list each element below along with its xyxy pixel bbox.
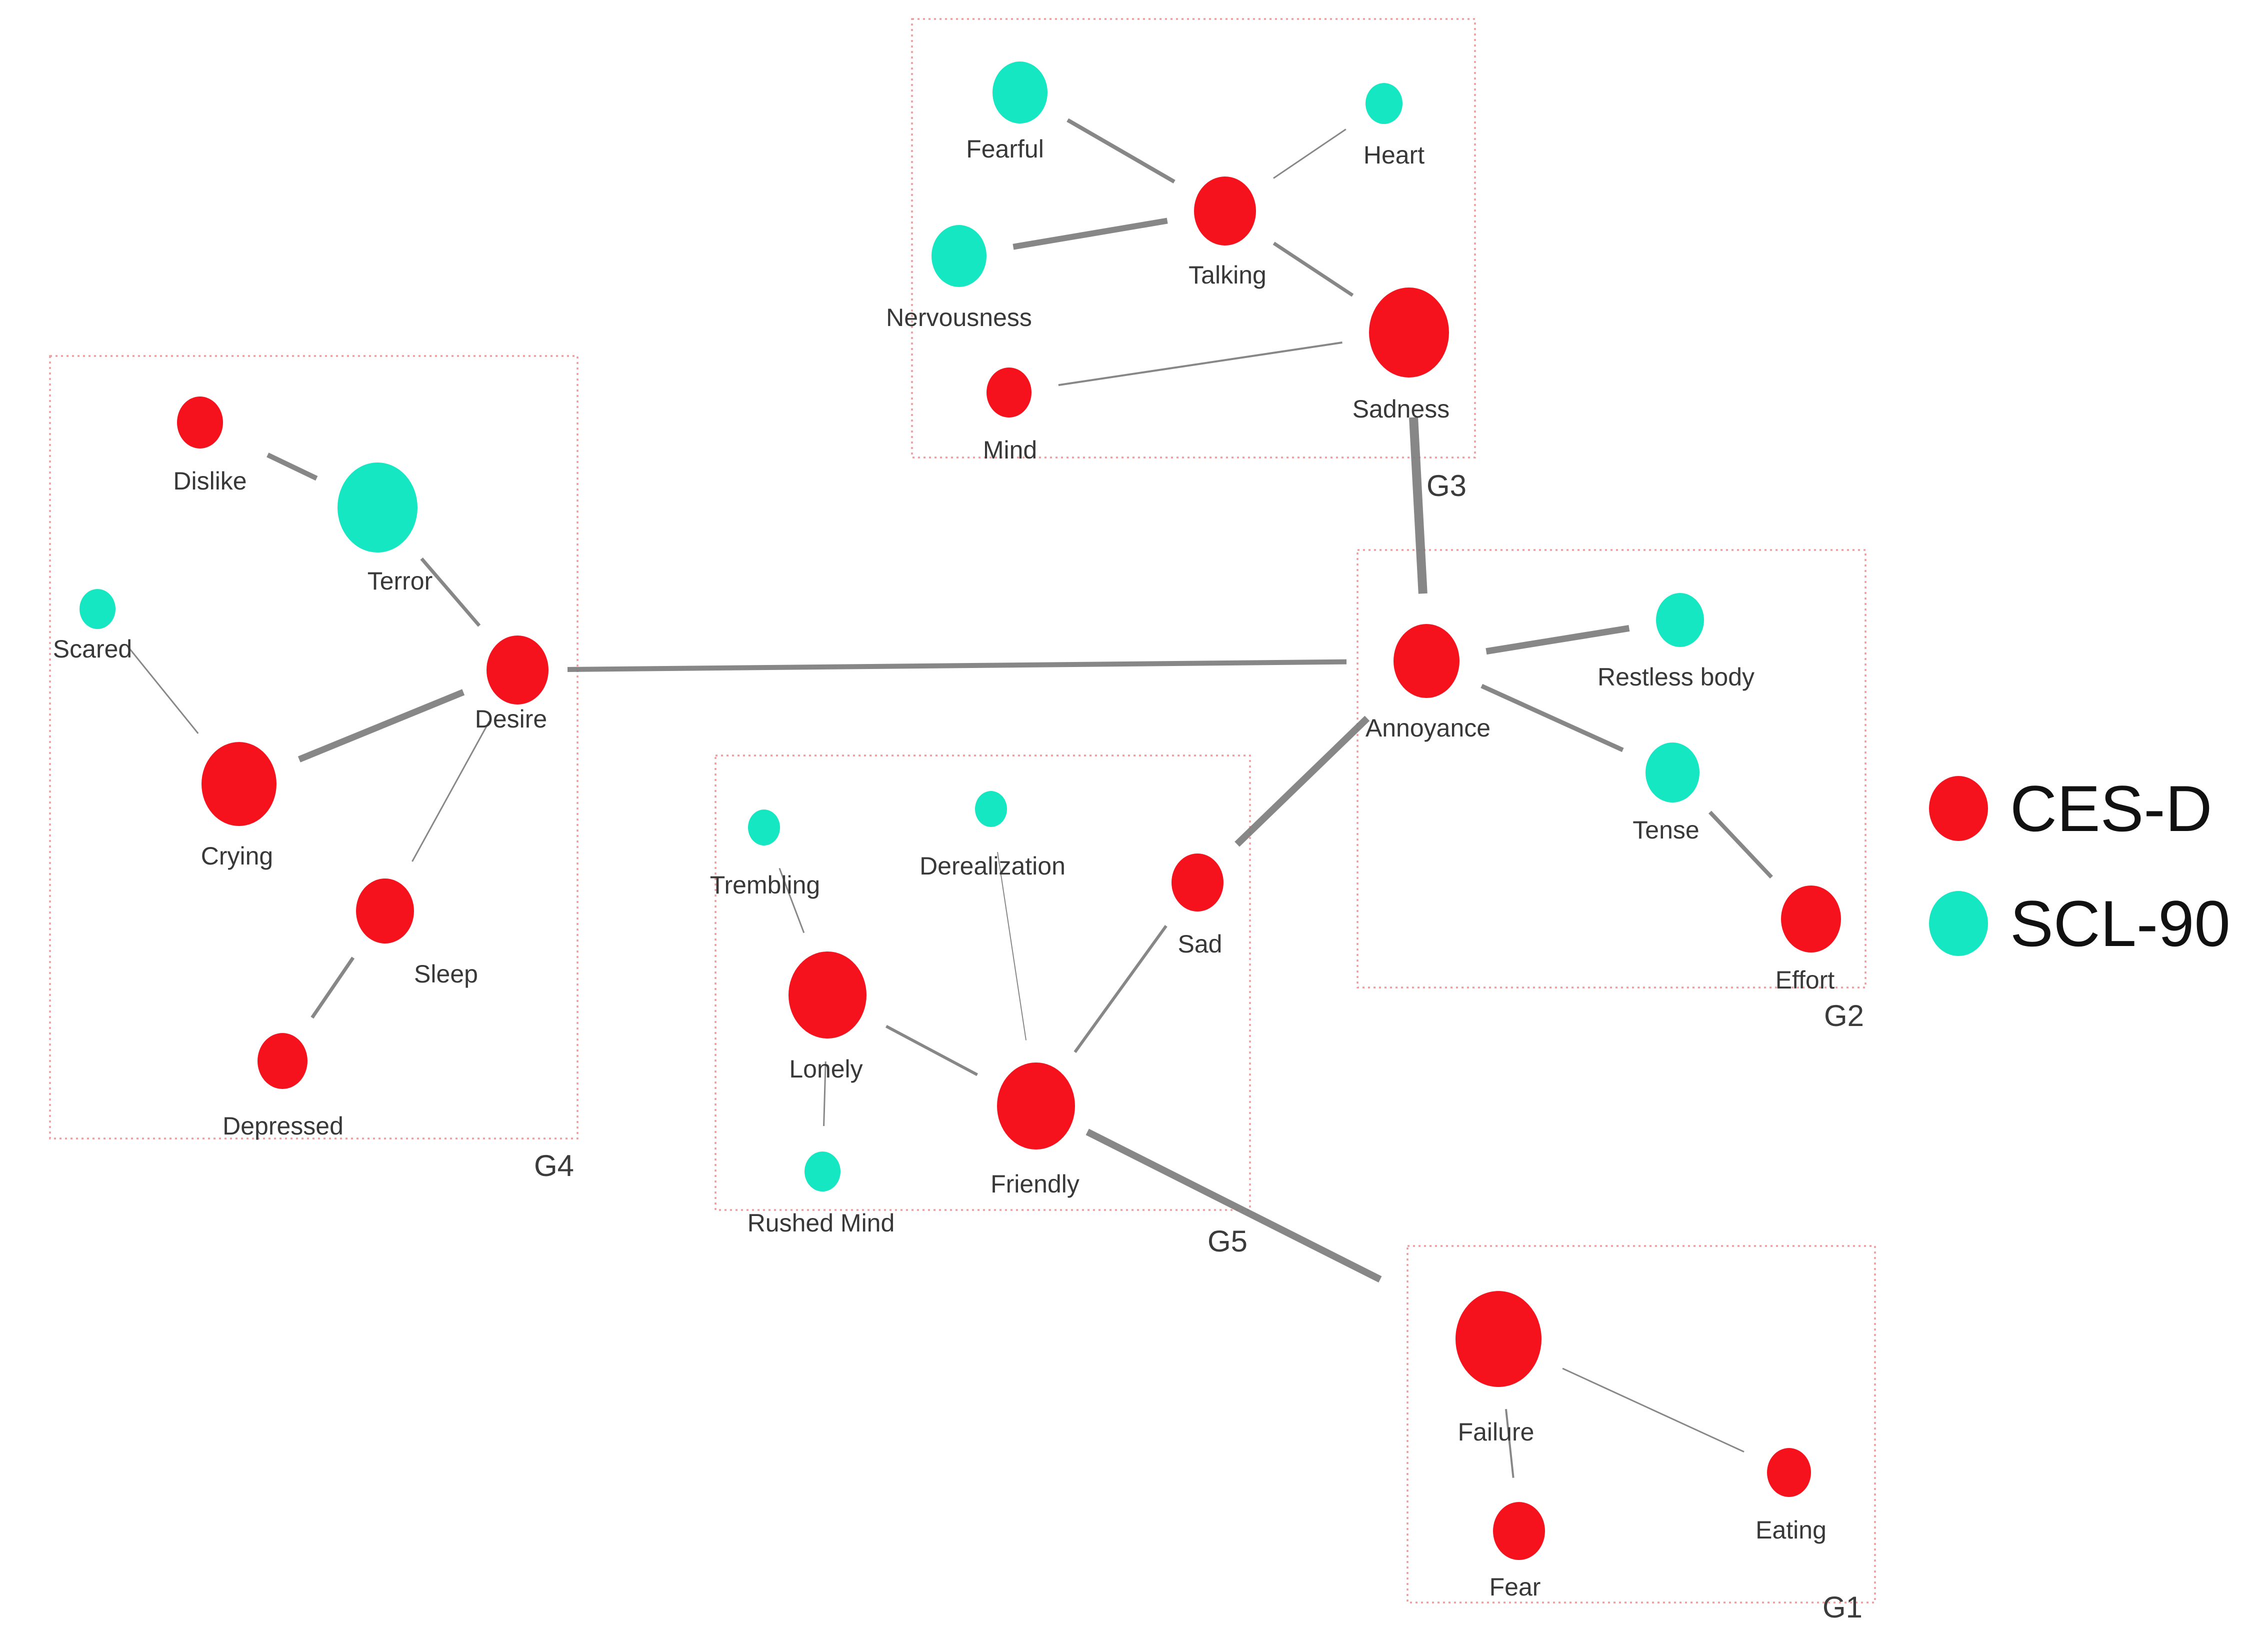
node-label-sleep: Sleep: [414, 960, 478, 988]
edge-crying-desire: [298, 689, 465, 762]
group-box-G3: [911, 18, 1476, 458]
node-mind: [986, 368, 1032, 418]
node-label-lonely: Lonely: [789, 1055, 862, 1083]
node-restlessbody: [1656, 593, 1704, 647]
edge-tense-effort: [1708, 810, 1773, 879]
group-box-G4: [49, 355, 578, 1140]
group-label-G4: G4: [534, 1149, 574, 1182]
node-eating: [1767, 1448, 1811, 1497]
node-fearful: [992, 62, 1048, 124]
node-label-trembling: Trembling: [710, 871, 820, 899]
edge-annoyance-restlessbody: [1486, 625, 1630, 655]
node-failure: [1456, 1291, 1542, 1387]
node-label-restlessbody: Restless body: [1598, 663, 1754, 691]
group-label-G3: G3: [1426, 469, 1466, 502]
edge-derealization-friendly: [997, 852, 1027, 1040]
node-label-crying: Crying: [201, 842, 273, 870]
node-trembling: [748, 810, 780, 846]
edge-sadness-annoyance: [1409, 417, 1428, 594]
edge-friendly-failure: [1086, 1128, 1382, 1283]
node-heart: [1366, 83, 1402, 124]
node-lonely: [788, 952, 866, 1038]
node-label-sadness: Sadness: [1352, 395, 1450, 423]
group-label-G1: G1: [1822, 1590, 1862, 1624]
scl90-swatch-icon: [1929, 891, 1988, 956]
node-scared: [80, 589, 116, 629]
node-label-failure: Failure: [1458, 1418, 1534, 1446]
group-label-G2: G2: [1824, 999, 1864, 1032]
edge-sad-friendly: [1074, 924, 1168, 1053]
node-label-sad: Sad: [1178, 930, 1222, 958]
edge-desire-annoyance: [567, 659, 1347, 672]
node-sad: [1172, 854, 1224, 912]
node-rushedmind: [804, 1152, 840, 1192]
group-box-G5: [714, 754, 1251, 1211]
edge-terror-desire: [420, 557, 481, 627]
node-label-mind: Mind: [983, 436, 1037, 464]
node-depressed: [258, 1033, 308, 1089]
node-label-terror: Terror: [368, 567, 433, 595]
node-fear: [1493, 1502, 1545, 1560]
node-tense: [1646, 742, 1700, 802]
node-crying: [202, 742, 276, 826]
node-label-derealization: Derealization: [920, 852, 1066, 880]
node-label-fearful: Fearful: [966, 135, 1044, 163]
legend-label-cesd: CES-D: [2010, 772, 2212, 845]
edge-dislike-terror: [266, 452, 318, 481]
edge-lonely-friendly: [885, 1024, 978, 1076]
node-label-depressed: Depressed: [222, 1112, 344, 1140]
node-friendly: [997, 1062, 1075, 1150]
edge-lonely-rushedmind: [823, 1061, 826, 1126]
node-label-nervousness: Nervousness: [886, 304, 1032, 332]
edge-failure-eating: [1562, 1368, 1744, 1453]
edge-trembling-lonely: [778, 868, 805, 934]
edge-sad-annoyance: [1234, 716, 1370, 847]
legend: CES-D SCL-90: [1929, 776, 2230, 956]
edge-desire-sleep: [412, 720, 490, 862]
node-label-tense: Tense: [1632, 816, 1699, 844]
edge-nervousness-talking: [1012, 218, 1168, 250]
legend-item-scl90: SCL-90: [1929, 891, 2230, 956]
node-talking: [1194, 176, 1256, 246]
group-box-G1: [1406, 1245, 1876, 1604]
node-label-effort: Effort: [1776, 966, 1835, 994]
node-effort: [1781, 886, 1841, 952]
edge-sleep-depressed: [310, 956, 355, 1019]
edge-talking-sadness: [1272, 242, 1354, 297]
node-label-fear: Fear: [1490, 1573, 1541, 1601]
node-label-annoyance: Annoyance: [1366, 714, 1490, 742]
edge-fearful-talking: [1066, 118, 1176, 184]
node-annoyance: [1394, 624, 1460, 698]
edge-scared-crying: [126, 644, 199, 734]
edge-annoyance-tense: [1480, 684, 1624, 752]
group-label-G5: G5: [1208, 1224, 1248, 1258]
node-sadness: [1369, 288, 1449, 378]
node-label-talking: Talking: [1188, 261, 1266, 289]
legend-label-scl90: SCL-90: [2010, 887, 2230, 960]
cesd-swatch-icon: [1929, 776, 1988, 841]
node-terror: [338, 462, 418, 552]
node-label-rushedmind: Rushed Mind: [748, 1209, 895, 1237]
edge-mind-sadness: [1058, 342, 1342, 386]
node-label-scared: Scared: [53, 635, 132, 663]
node-derealization: [975, 791, 1007, 827]
node-nervousness: [932, 225, 986, 287]
node-label-heart: Heart: [1364, 141, 1424, 169]
legend-item-cesd: CES-D: [1929, 776, 2230, 841]
node-label-desire: Desire: [475, 705, 547, 733]
node-label-friendly: Friendly: [990, 1170, 1080, 1198]
group-box-G2: [1356, 549, 1866, 988]
node-label-dislike: Dislike: [173, 467, 246, 495]
node-label-eating: Eating: [1756, 1516, 1826, 1544]
edge-heart-talking: [1273, 128, 1346, 179]
node-dislike: [177, 396, 223, 448]
node-desire: [486, 636, 548, 704]
edge-failure-fear: [1504, 1408, 1514, 1478]
node-sleep: [356, 878, 414, 944]
